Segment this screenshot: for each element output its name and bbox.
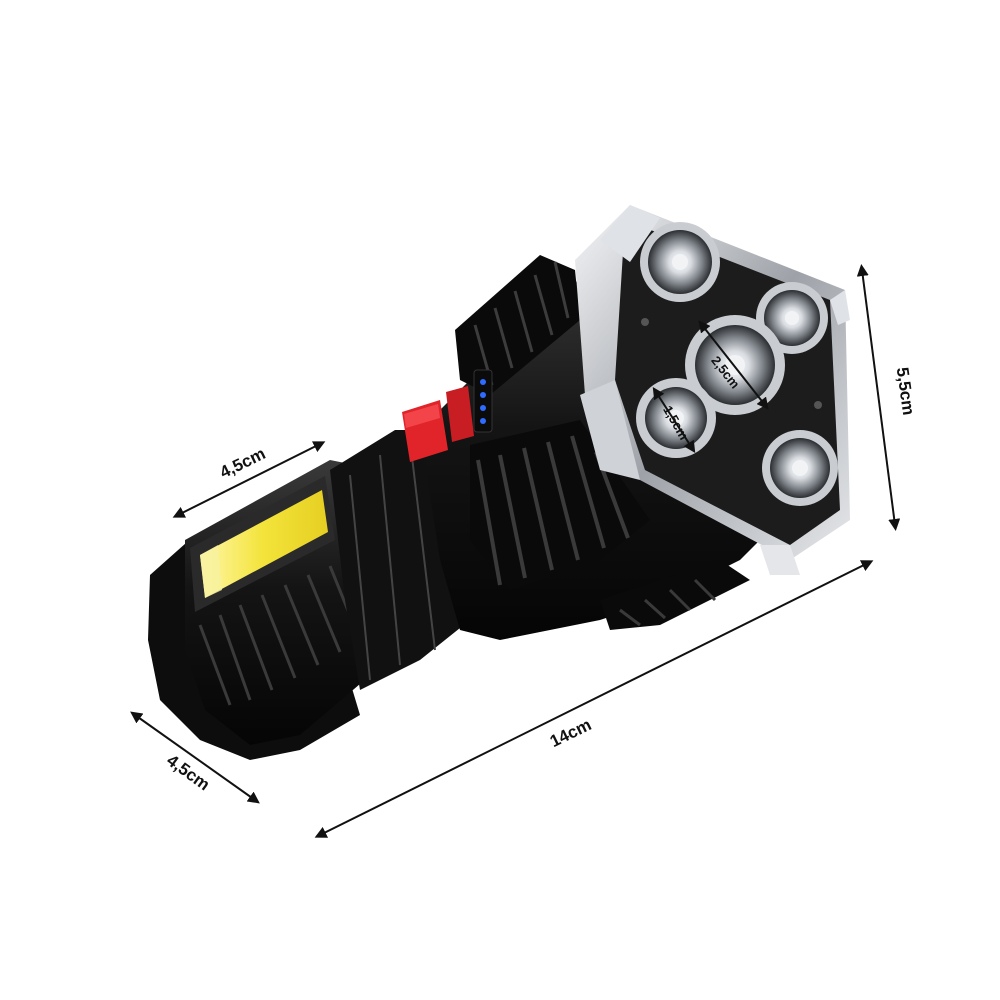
width-side-dimension-line xyxy=(130,711,260,804)
length-dimension-line xyxy=(314,560,874,838)
top-fins xyxy=(455,255,580,395)
width-top-label: 4,5cm xyxy=(217,444,269,482)
dimension-annotations xyxy=(130,264,901,838)
power-button[interactable] xyxy=(402,386,474,462)
center-led-dimension-line xyxy=(698,320,769,410)
battery-indicator xyxy=(473,369,493,433)
led-bottom-right xyxy=(762,430,838,506)
width-top-dimension-line xyxy=(172,441,326,518)
flashlight xyxy=(148,205,850,760)
led-top-left xyxy=(640,222,720,302)
width-side-label: 4,5cm xyxy=(163,751,213,795)
head-height-label: 5,5cm xyxy=(893,366,919,416)
length-label: 14cm xyxy=(547,715,594,751)
head-height-dimension-line xyxy=(856,264,901,531)
side-led-dimension-line xyxy=(652,386,696,454)
